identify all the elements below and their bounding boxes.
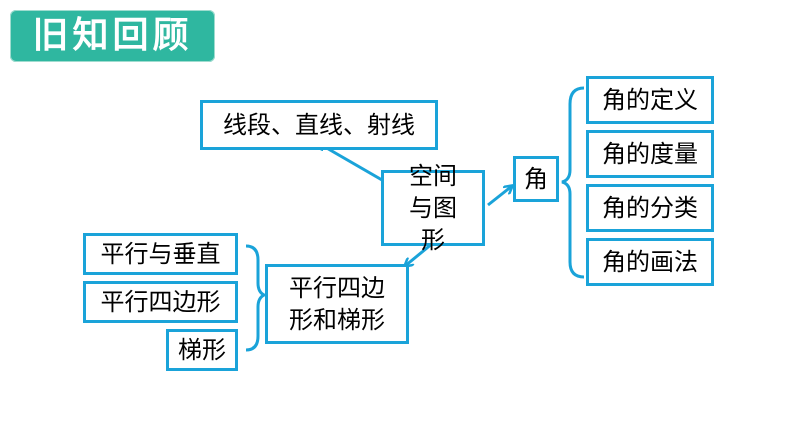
node-parallelogram-trapezoid: 平行四边形和梯形 [265, 264, 409, 344]
title-badge: 旧知回顾 [10, 10, 215, 62]
node-angle: 角 [513, 156, 559, 202]
node-space: 空间与图形 [381, 162, 485, 254]
node-segment: 线段、直线、射线 [200, 100, 438, 150]
node-angle-classify: 角的分类 [586, 184, 714, 232]
arrow-to-angle [487, 186, 512, 207]
node-angle-draw: 角的画法 [586, 238, 714, 286]
node-angle-measure: 角的度量 [586, 130, 714, 178]
page-title: 旧知回顾 [32, 15, 193, 56]
node-angle-definition: 角的定义 [586, 76, 714, 124]
node-parallelogram: 平行四边形 [83, 281, 238, 323]
node-trapezoid: 梯形 [166, 329, 238, 371]
para-brace [245, 244, 268, 352]
angle-brace [561, 86, 585, 279]
arrow-to-parallelogram [405, 241, 434, 266]
node-parallel-perpendicular: 平行与垂直 [83, 233, 238, 275]
